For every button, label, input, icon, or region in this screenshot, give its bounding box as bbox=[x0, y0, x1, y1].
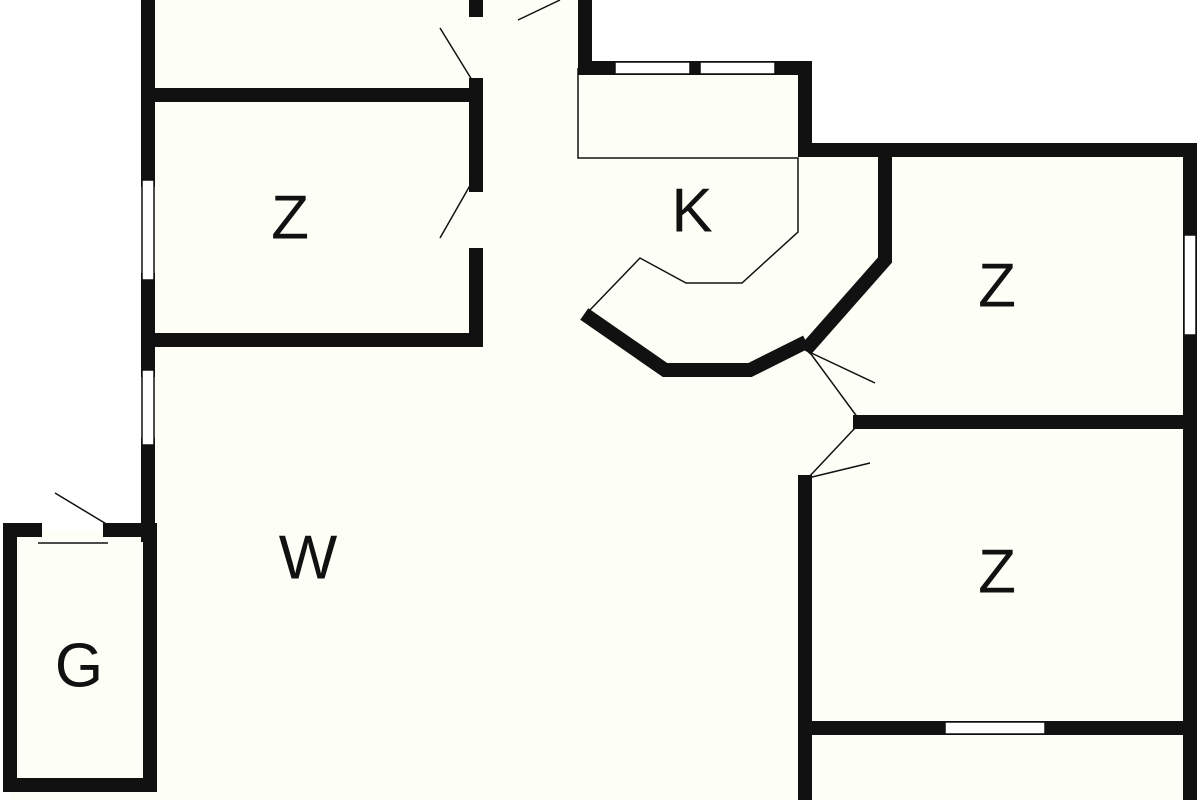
room-label-bedroom-right-lower: Z bbox=[978, 537, 1016, 606]
floor-area bbox=[10, 0, 1190, 800]
room-label-storage: G bbox=[55, 631, 103, 700]
room-label-kitchen: K bbox=[671, 176, 712, 245]
room-label-bedroom-top-left: Z bbox=[271, 183, 309, 252]
fixtures bbox=[38, 0, 876, 544]
room-label-living-room: W bbox=[279, 523, 338, 592]
room-label-bedroom-right-upper: Z bbox=[978, 251, 1016, 320]
windows bbox=[141, 61, 1197, 735]
